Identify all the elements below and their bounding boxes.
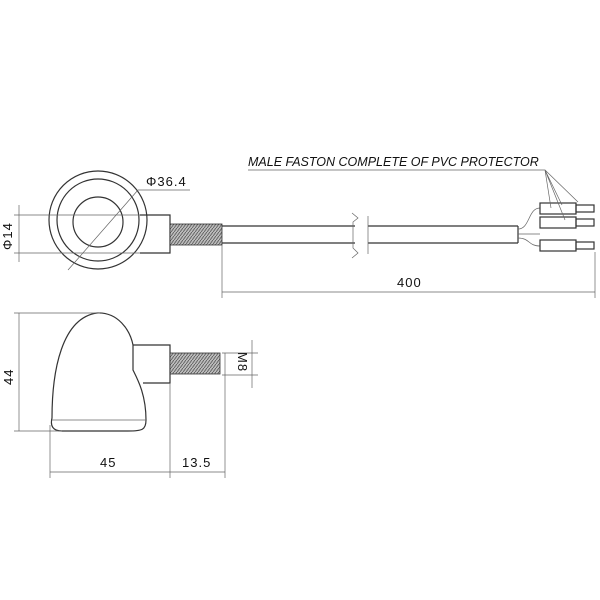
diameter-leader <box>67 189 190 271</box>
thread-size-label: M8 <box>235 352 250 372</box>
height-dimension <box>14 312 100 432</box>
outer-ring <box>48 170 148 270</box>
housing <box>50 312 147 432</box>
wires <box>517 207 541 247</box>
lens-diameter-label: Φ14 <box>0 222 15 250</box>
faston-connector <box>539 202 595 215</box>
length-dimensions <box>49 353 226 478</box>
threaded-stud <box>169 223 223 246</box>
inner-ring <box>56 178 140 262</box>
body-length-label: 45 <box>100 455 116 470</box>
faston-connectors <box>539 202 595 252</box>
callout-leader <box>248 169 579 221</box>
lens-diameter-dimension <box>14 205 140 262</box>
mount-boss-side <box>133 344 171 384</box>
thread-size-dimension <box>222 340 258 388</box>
side-view: 44 45 13.5 M8 <box>1 312 258 478</box>
lens <box>72 196 124 248</box>
thread-length-label: 13.5 <box>182 455 211 470</box>
cable-length-dimension <box>221 245 596 298</box>
threaded-stud-side <box>169 352 221 375</box>
callout-label: MALE FASTON COMPLETE OF PVC PROTECTOR <box>248 155 539 169</box>
front-view: MALE FASTON COMPLETE OF PVC PROTECTOR Φ3… <box>0 155 596 298</box>
outer-diameter-label: Φ36.4 <box>146 174 187 189</box>
faston-connector <box>539 239 595 252</box>
height-label: 44 <box>1 369 16 385</box>
cable <box>222 225 519 244</box>
cable-break-mark <box>351 212 369 259</box>
faston-connector <box>539 216 595 229</box>
cable-length-label: 400 <box>397 275 422 290</box>
